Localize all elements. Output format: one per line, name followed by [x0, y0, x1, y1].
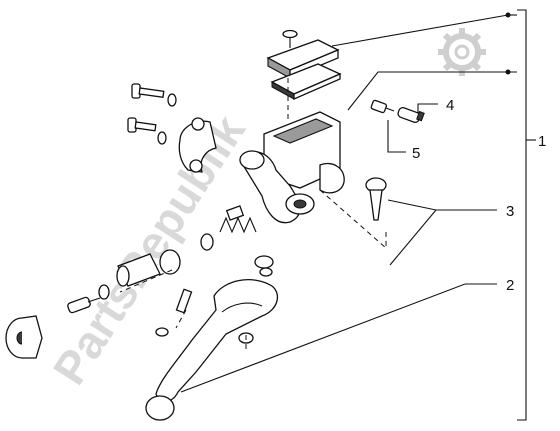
diaphragm — [270, 63, 342, 100]
adjuster-pin — [175, 288, 193, 314]
return-spring — [219, 205, 257, 234]
watermark-text: PartsRepublik — [43, 105, 255, 393]
switch-screw — [370, 99, 395, 114]
lever-washer — [155, 255, 274, 344]
master-cylinder-body — [239, 111, 345, 224]
piston — [116, 249, 181, 287]
mounting-bolt-upper — [131, 83, 177, 107]
callout-5: 5 — [412, 145, 420, 162]
mounting-bolt-lower — [127, 117, 167, 145]
dashed-assembly-lines — [119, 78, 387, 350]
watermark: PartsRepublik — [43, 28, 486, 393]
callout-3: 3 — [506, 203, 514, 220]
push-rod — [67, 284, 110, 314]
stop-switch — [397, 107, 425, 123]
assembly-bracket — [517, 9, 536, 421]
dust-boot — [5, 315, 43, 359]
handlebar-clamp — [178, 117, 217, 173]
leader-lines — [180, 12, 517, 393]
piston-seal — [200, 233, 214, 251]
reservoir-screw — [282, 29, 298, 48]
gear-watermark-icon — [438, 28, 486, 76]
callout-1: 1 — [538, 133, 546, 150]
callout-2: 2 — [506, 277, 514, 294]
brake-lever — [145, 279, 279, 421]
pivot-bolt — [365, 177, 387, 221]
callout-4: 4 — [446, 97, 454, 114]
